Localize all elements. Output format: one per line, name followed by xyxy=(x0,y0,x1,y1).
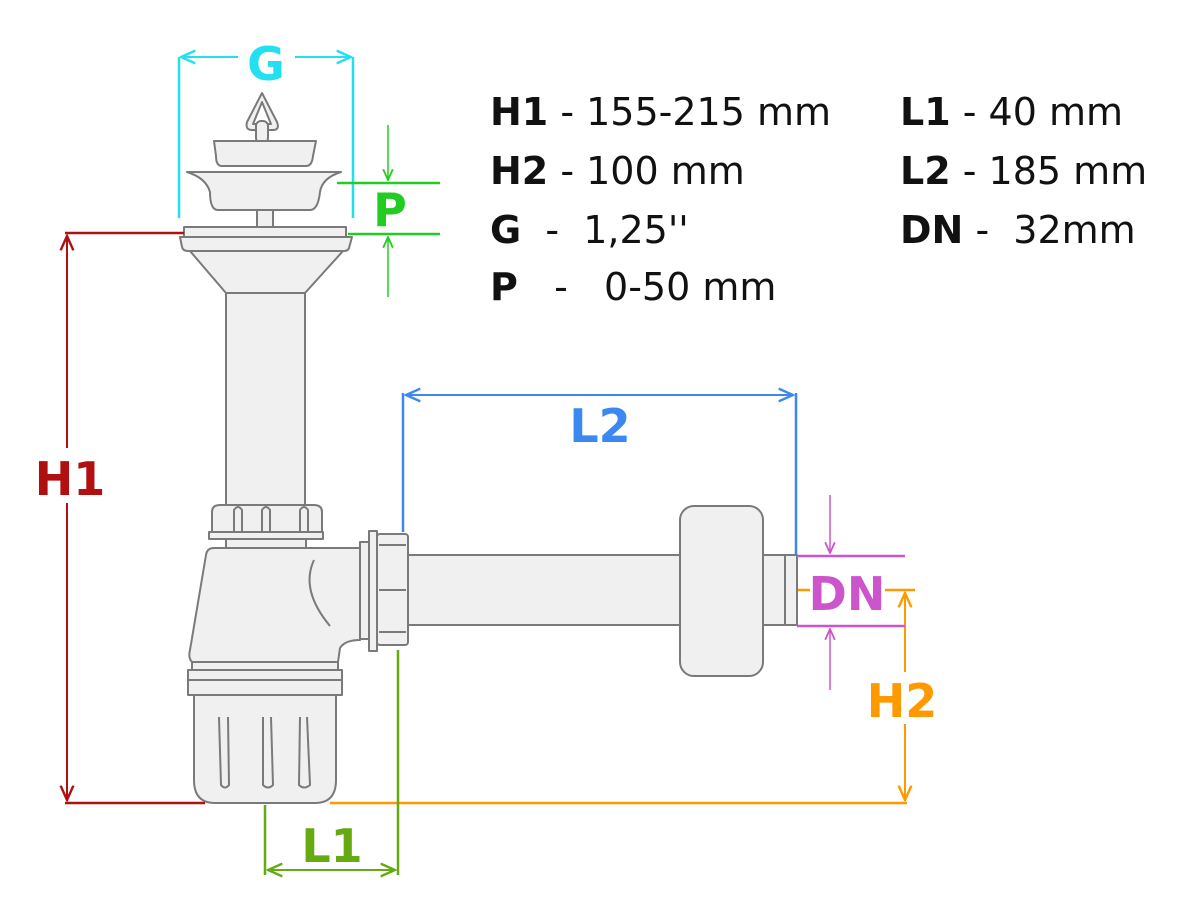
flange-lip xyxy=(179,236,353,252)
spec-h2: H2 - 100 mm xyxy=(490,149,745,193)
spec-dn: DN - 32mm xyxy=(900,208,1136,252)
flange-plate xyxy=(183,226,347,238)
flange-cone xyxy=(189,250,344,294)
spec-p: P - 0-50 mm xyxy=(490,265,776,309)
dimension-g: G xyxy=(177,37,355,218)
stopper-stem-top xyxy=(255,120,269,144)
siphon-drawing xyxy=(179,92,798,804)
dimension-l1: L1 xyxy=(263,650,400,875)
stopper-cup xyxy=(213,140,317,167)
spec-g: G - 1,25'' xyxy=(490,208,689,252)
dimension-label-g: G xyxy=(247,37,285,91)
specs-list: H1 - 155-215 mm H2 - 100 mm G - 1,25'' P… xyxy=(490,90,1147,309)
spec-h1: H1 - 155-215 mm xyxy=(490,90,831,134)
vertical-pipe xyxy=(225,292,306,506)
dimension-label-dn: DN xyxy=(809,567,886,621)
spec-l1: L1 - 40 mm xyxy=(900,90,1123,134)
siphon-body xyxy=(188,547,361,663)
upper-nut-ring xyxy=(208,531,324,540)
wall-rosette xyxy=(679,505,764,677)
dimension-h1: H1 xyxy=(35,231,205,805)
strainer-bowl xyxy=(186,171,342,211)
spec-l2: L2 - 185 mm xyxy=(900,149,1147,193)
body-band xyxy=(187,669,343,696)
upper-nut xyxy=(211,504,323,533)
outlet-pipe xyxy=(762,554,786,626)
horizontal-pipe xyxy=(407,554,683,626)
dimension-label-p: P xyxy=(373,183,407,237)
dimension-label-h1: H1 xyxy=(35,452,106,506)
dimension-label-l1: L1 xyxy=(301,819,362,873)
dimension-dn: DN xyxy=(797,495,905,690)
dimension-label-l2: L2 xyxy=(569,399,630,453)
stopper-stem xyxy=(256,209,274,228)
dimension-label-h2: H2 xyxy=(867,674,938,728)
dimension-p: P xyxy=(337,125,440,297)
dimension-l2: L2 xyxy=(401,393,798,555)
